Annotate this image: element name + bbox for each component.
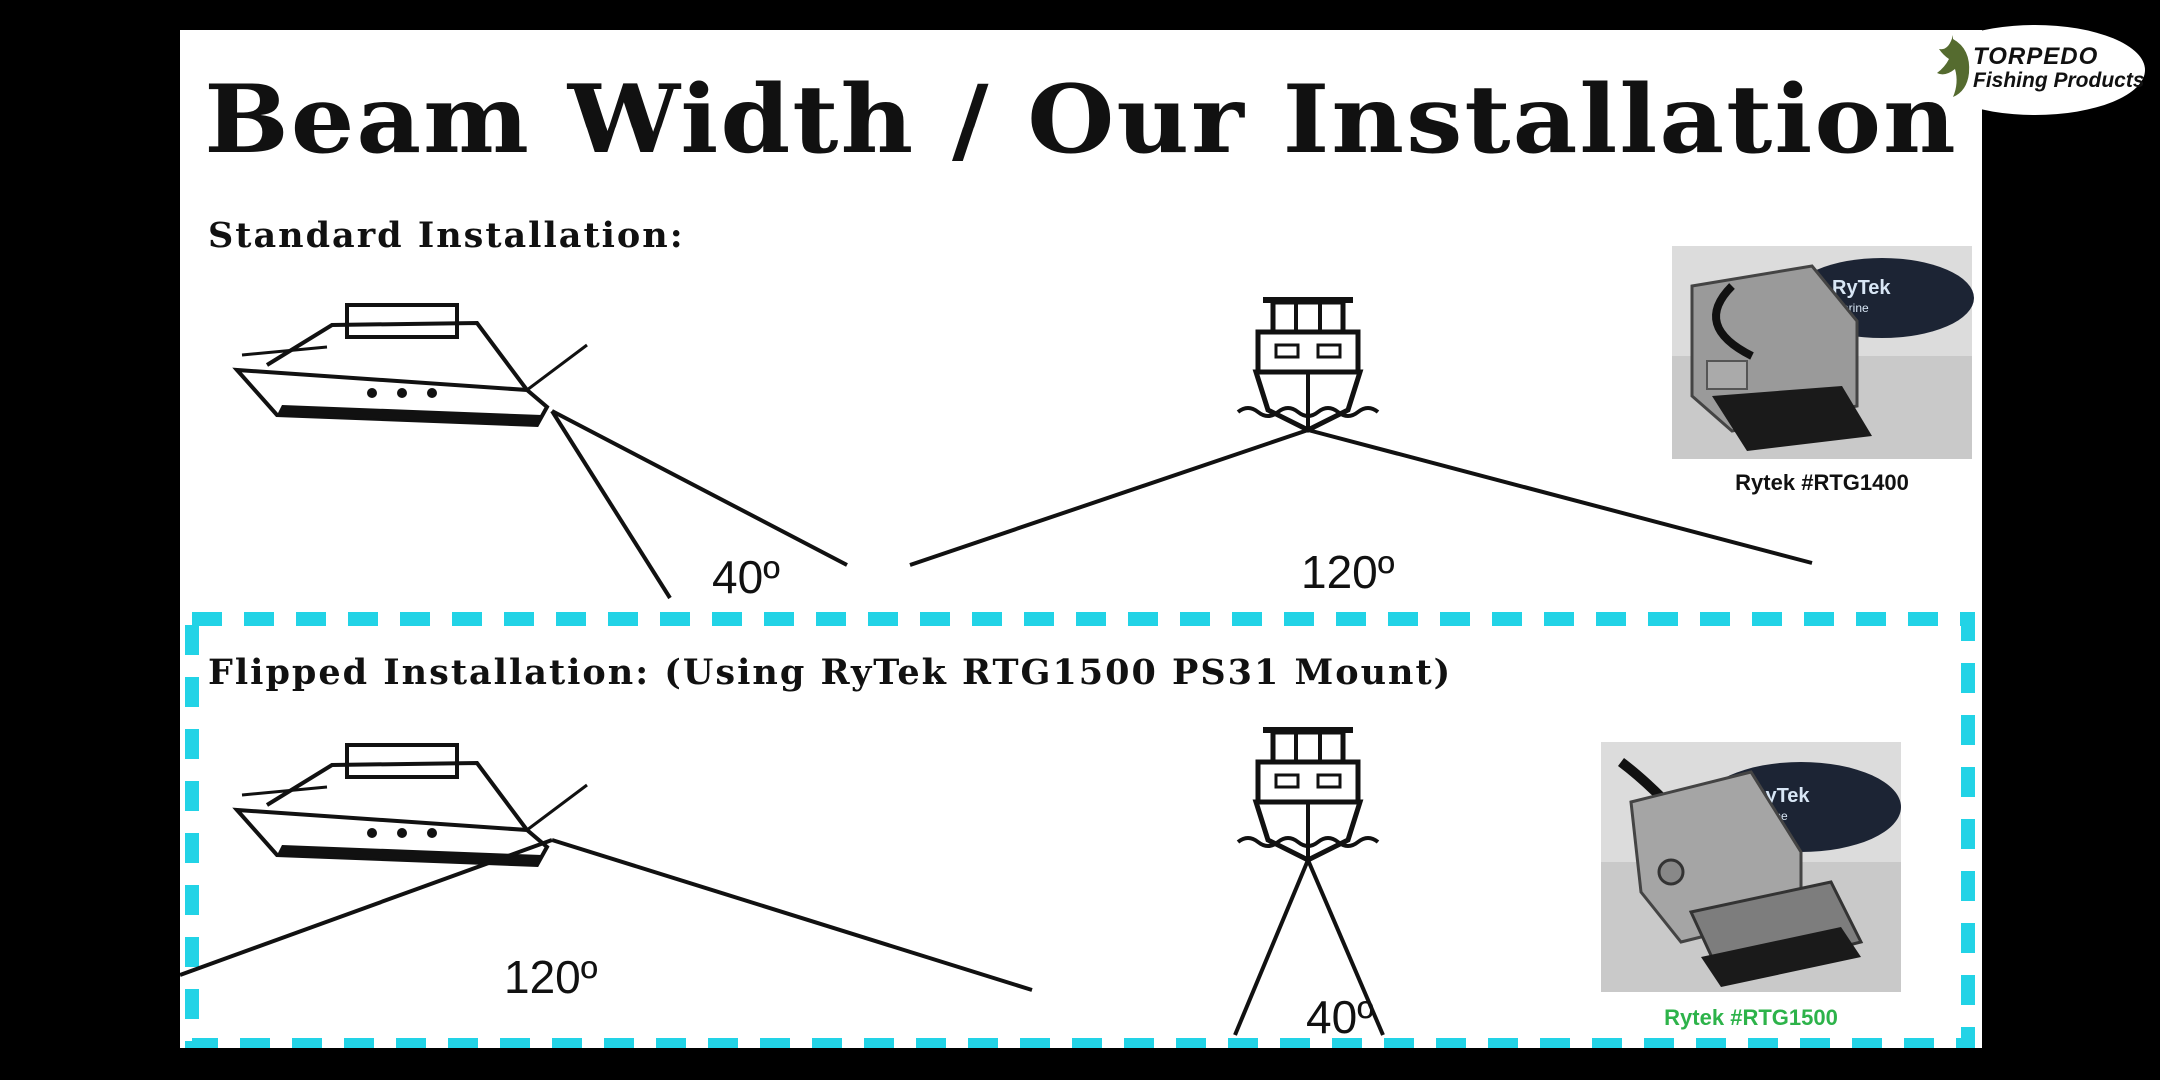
standard-front-angle: 120º [1301,546,1395,598]
diagram-art: RyTek Marine RyTek Marine [180,246,1975,1048]
beam-line [909,428,1309,567]
beam-line [551,838,1033,992]
front-boat-flipped [1236,727,1380,863]
flipped-highlight-box [185,612,1975,1048]
beam-line [550,409,672,600]
beam-line [1233,859,1310,1036]
product-photo-rtg1500: RyTek Marine [1601,742,1901,992]
side-boat-standard [232,303,588,428]
beam-line [180,838,553,977]
beam-line [1307,428,1813,565]
beam-line [551,409,848,567]
torpedo-logo: TORPEDO Fishing Products [1925,25,2145,115]
logo-line1: TORPEDO [1973,43,2099,70]
product-caption-rtg1400: Rytek #RTG1400 [1735,470,1909,495]
side-boat-flipped [232,743,588,868]
photo-brand-text: RyTek [1832,277,1891,299]
page-title: Beam Width / Our Installation [204,62,1958,176]
product-caption-rtg1500: Rytek #RTG1500 [1664,1005,1838,1030]
flipped-front-angle: 40º [1306,991,1374,1043]
logo-line2: Fishing Products [1973,69,2145,92]
slide: RyTek Marine RyTek Marine Beam Width / O… [180,30,1982,1048]
standard-installation-label: Standard Installation: [208,215,685,256]
flipped-side-angle: 120º [504,951,598,1003]
beam-line [1306,859,1385,1036]
fish-icon [1937,35,1970,97]
front-boat-standard [1236,297,1380,433]
flipped-installation-label: Flipped Installation: (Using RyTek RTG15… [208,652,1453,693]
standard-side-angle: 40º [712,551,780,603]
product-photo-rtg1400: RyTek Marine [1672,246,1974,459]
